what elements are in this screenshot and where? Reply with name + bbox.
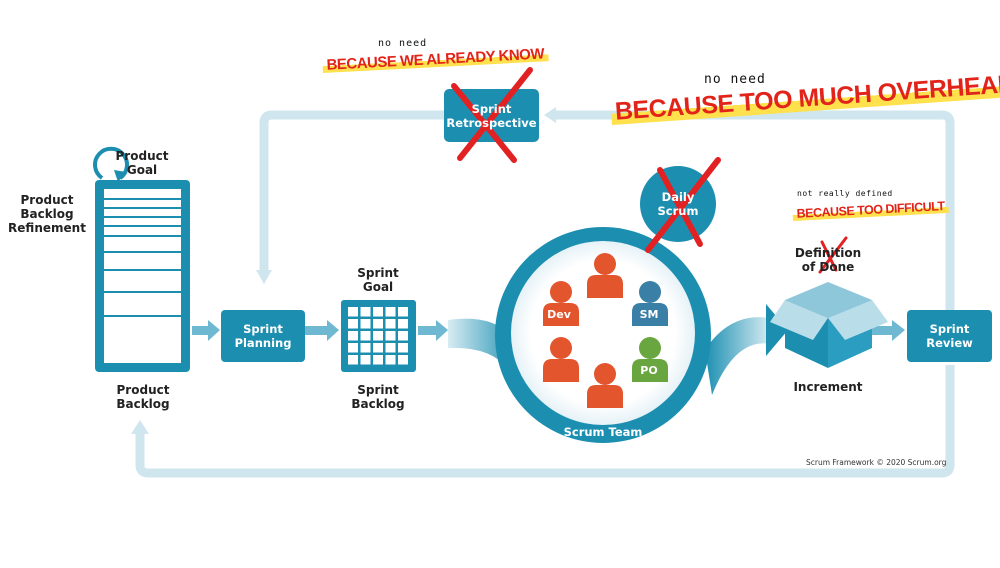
sprint-backlog-cell — [385, 355, 396, 365]
flow-arrows — [192, 320, 905, 341]
credit-text: Scrum Framework © 2020 Scrum.org — [806, 458, 947, 467]
sprint-backlog-cell — [348, 307, 358, 317]
sprint-backlog-cell — [373, 355, 383, 365]
sprint-backlog-cell — [385, 331, 396, 341]
flow-out-swoosh — [705, 317, 770, 395]
sprint-backlog-cell — [373, 331, 383, 341]
review-to-retro-line — [552, 110, 955, 312]
review-to-backlog-line — [135, 365, 955, 478]
sprint-backlog-cell — [398, 355, 408, 365]
product-backlog-stack — [95, 180, 190, 372]
product-backlog-refinement-label: Product Backlog Refinement — [8, 193, 86, 235]
retro-to-planning-line — [259, 110, 444, 272]
sprint-backlog-cell — [373, 343, 383, 353]
backlog-arrowhead — [131, 420, 149, 434]
sprint-backlog-cell — [373, 319, 383, 329]
sprint-backlog-cell — [360, 355, 371, 365]
sprint-backlog-label: Sprint Backlog — [351, 383, 405, 411]
dod-strike-icon — [818, 236, 848, 274]
retrospective-loop — [259, 110, 955, 312]
refinement-cycle-icon — [93, 146, 129, 182]
sprint-planning-label: Sprint Planning — [234, 322, 292, 350]
member-sm-icon — [632, 281, 668, 326]
sprint-backlog-cell — [398, 343, 408, 353]
sprint-backlog-cell — [398, 319, 408, 329]
increment-arrowhead — [766, 304, 788, 356]
scrum-team-members — [543, 253, 668, 408]
member-dev-icon — [543, 281, 579, 326]
sprint-review-box — [907, 310, 992, 362]
role-po-label: PO — [640, 364, 658, 377]
member-top-icon — [587, 253, 623, 298]
product-backlog-label: Product Backlog — [116, 383, 170, 411]
sprint-backlog-cell — [360, 331, 371, 341]
sprint-backlog-cell — [360, 307, 371, 317]
scrum-team-label: Scrum Team — [563, 425, 643, 439]
sprint-backlog-cell — [360, 343, 371, 353]
daily-strike-icon — [645, 157, 721, 253]
sprint-backlog-cell — [385, 307, 396, 317]
planning-arrowhead — [256, 270, 272, 284]
sprint-backlog-cell — [360, 319, 371, 329]
sprint-backlog-cell — [348, 319, 358, 329]
retro-strike-icon — [451, 67, 533, 163]
role-dev-label: Dev — [547, 308, 571, 321]
sprint-backlog-cell — [398, 331, 408, 341]
member-left-icon — [543, 337, 579, 382]
member-po-icon — [632, 337, 668, 382]
product-goal-label: Product Goal — [115, 149, 169, 177]
sprint-review-label: Sprint Review — [926, 322, 973, 350]
sprint-backlog-cell — [385, 343, 396, 353]
sprint-backlog-cell — [385, 319, 396, 329]
sprint-backlog-cell — [373, 307, 383, 317]
sprint-goal-label: Sprint Goal — [357, 266, 399, 294]
retro-note: no need — [378, 38, 428, 49]
daily-note: no need — [704, 72, 766, 87]
sprint-backlog-cell — [398, 307, 408, 317]
increment-box-icon — [770, 282, 888, 368]
member-bottom-icon — [587, 363, 623, 408]
sprint-backlog-cell — [348, 331, 358, 341]
sprint-backlog-grid — [341, 300, 416, 372]
definition-of-done-label: Definition of Done — [794, 246, 862, 274]
dod-note: not really defined — [797, 189, 893, 198]
role-sm-label: SM — [639, 308, 659, 321]
sprint-planning-box — [221, 310, 305, 362]
review-loop — [135, 365, 955, 478]
daily-scrum-label: Daily Scrum — [657, 190, 699, 218]
sprint-backlog-cell — [348, 343, 358, 353]
sprint-retrospective-label: Sprint Retrospective — [446, 102, 537, 130]
increment-label: Increment — [793, 380, 863, 394]
sprint-backlog-cell — [348, 355, 358, 365]
retro-arrowhead — [544, 107, 556, 123]
